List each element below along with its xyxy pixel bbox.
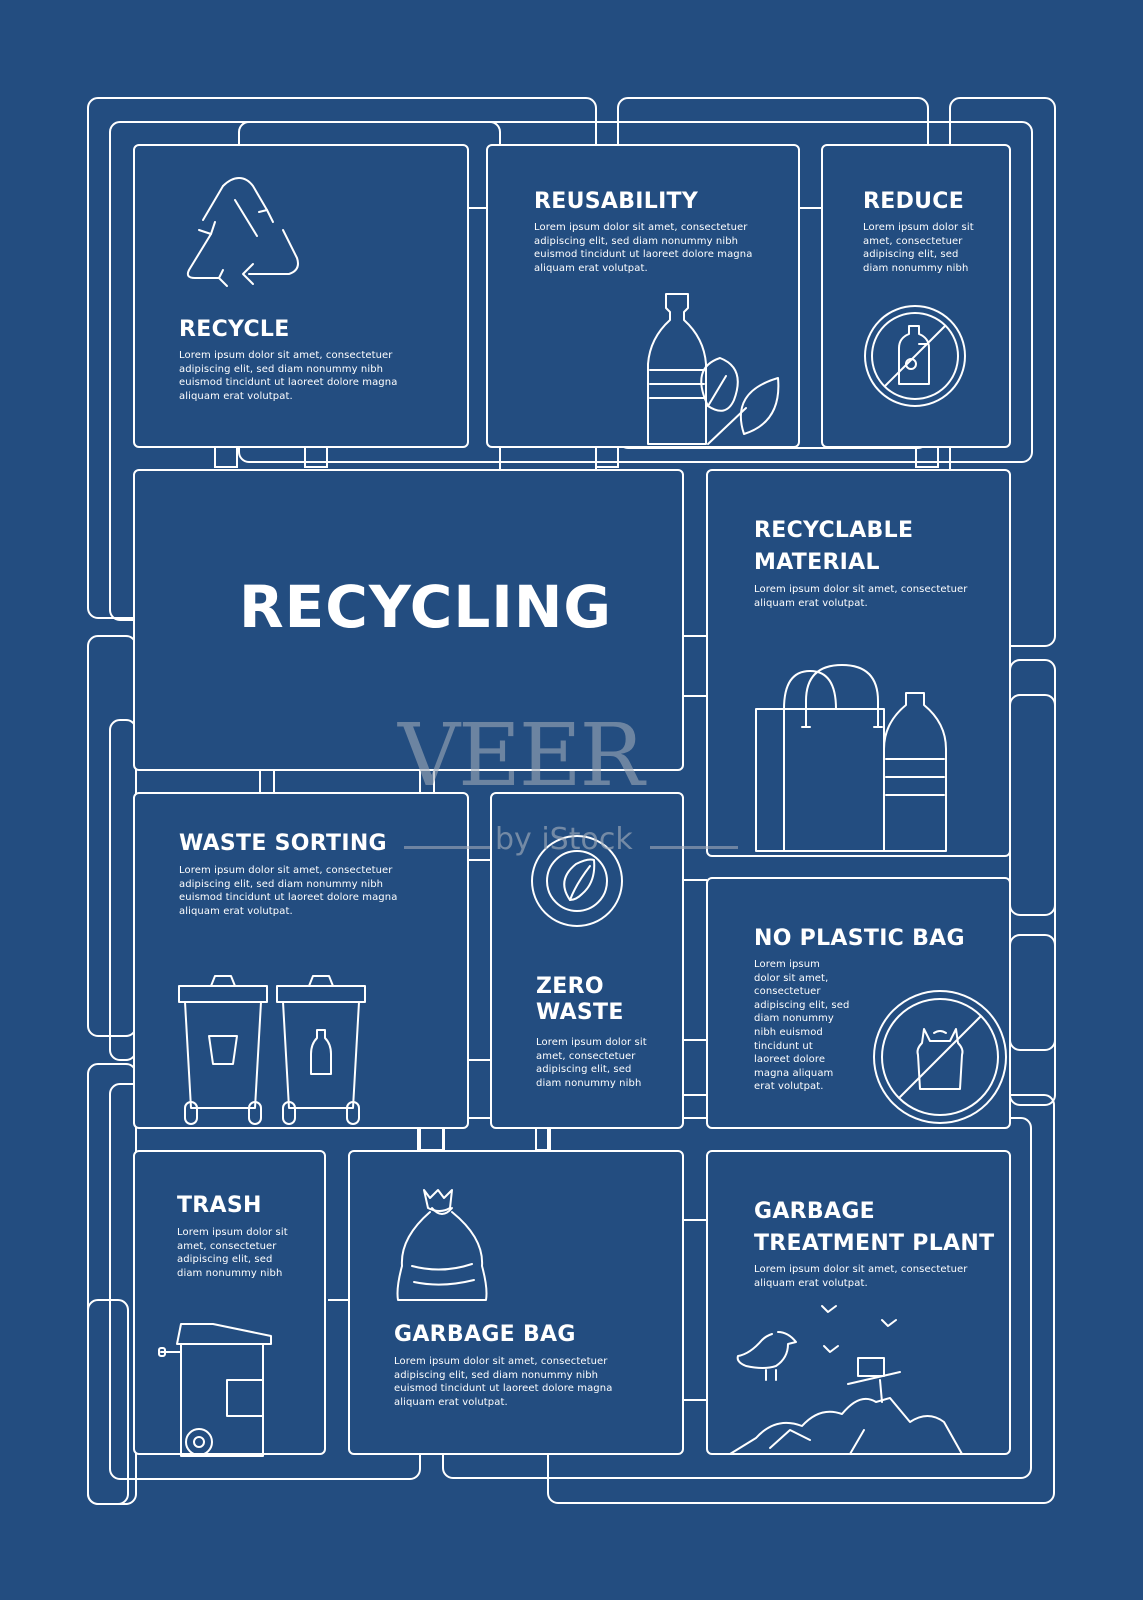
card-title: RECYCLE [179, 317, 290, 342]
card-body: Lorem ipsum dolor sit amet, consectetuer… [863, 222, 974, 274]
card-title: GARBAGE TREATMENT PLANT [754, 1199, 995, 1256]
card-title: REUSABILITY [534, 189, 699, 214]
card-title: GARBAGE BAG [394, 1322, 576, 1347]
card-garbage-treatment-plant: GARBAGE TREATMENT PLANT Lorem ipsum dolo… [706, 1150, 1011, 1455]
card-title: WASTE SORTING [179, 831, 387, 856]
card-body: Lorem ipsum dolor sit amet, consectetuer… [534, 222, 753, 274]
recycle-arrows-icon [179, 177, 299, 290]
bag-and-bottle-icon [755, 664, 950, 852]
wheelie-bin-icon [158, 1322, 273, 1457]
no-plastic-bag-icon [872, 989, 1008, 1125]
bottle-leaf-icon [647, 293, 780, 445]
card-trash: TRASH Lorem ipsum dolor sit amet, consec… [133, 1150, 326, 1457]
card-no-plastic-bag: NO PLASTIC BAG Lorem ipsum dolor sit ame… [706, 877, 1011, 1129]
card-waste-sorting: WASTE SORTING Lorem ipsum dolor sit amet… [133, 792, 469, 1129]
card-title: TRASH [177, 1193, 262, 1218]
card-body: Lorem ipsum dolor sit amet, consectetuer… [536, 1037, 647, 1089]
card-recyclable-material: RECYCLABLE MATERIAL Lorem ipsum dolor si… [706, 469, 1011, 857]
watermark-sub: by iStock [495, 822, 633, 857]
landfill-seagull-icon [729, 1305, 1010, 1455]
card-body: Lorem ipsum dolor sit amet, consectetuer… [177, 1227, 288, 1279]
card-title: RECYCLABLE MATERIAL [754, 518, 914, 575]
card-main-title: RECYCLING [133, 469, 684, 771]
card-title: REDUCE [863, 189, 965, 214]
watermark-rule-right [650, 846, 738, 849]
card-title: NO PLASTIC BAG [754, 926, 965, 951]
page-title: RECYCLING [239, 573, 613, 641]
card-body: Lorem ipsum dolor sit amet, consectetuer… [179, 865, 398, 917]
card-recycle: RECYCLE Lorem ipsum dolor sit amet, cons… [133, 144, 469, 448]
card-garbage-bag: GARBAGE BAG Lorem ipsum dolor sit amet, … [348, 1150, 684, 1455]
card-reusability: REUSABILITY Lorem ipsum dolor sit amet, … [486, 144, 800, 448]
card-body: Lorem ipsum dolor sit amet, consectetuer… [754, 959, 850, 1093]
card-title: ZERO WASTE [536, 974, 624, 1025]
card-body: Lorem ipsum dolor sit amet, consectetuer… [754, 1264, 968, 1289]
card-body: Lorem ipsum dolor sit amet, consectetuer… [754, 584, 968, 609]
card-reduce: REDUCE Lorem ipsum dolor sit amet, conse… [821, 144, 1011, 448]
watermark-brand: VEER [398, 706, 644, 806]
leaf-circle-icon [530, 834, 624, 928]
sorting-bins-icon [178, 972, 366, 1125]
tied-garbage-bag-icon [394, 1189, 490, 1302]
card-body: Lorem ipsum dolor sit amet, consectetuer… [394, 1356, 613, 1408]
watermark-rule-left [404, 846, 490, 849]
no-plastic-bottle-icon [863, 304, 967, 408]
card-body: Lorem ipsum dolor sit amet, consectetuer… [179, 350, 398, 402]
